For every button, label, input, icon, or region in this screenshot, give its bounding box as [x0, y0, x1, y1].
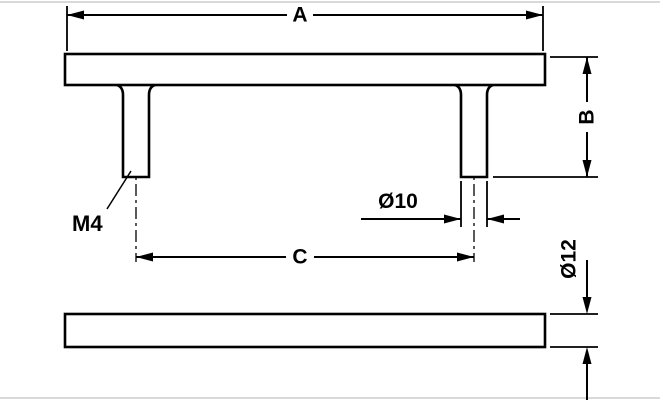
dim-d10-arrow-right	[487, 214, 504, 224]
dim-d12-label: Ø12	[558, 239, 581, 279]
dim-d12-arrow-top	[582, 297, 592, 314]
dim-d10-arrow-left	[444, 214, 461, 224]
dim-a-arrow-right	[526, 10, 543, 20]
dim-b-label-backing	[575, 102, 599, 132]
handle-bar-side	[63, 312, 547, 349]
side-view	[63, 312, 547, 349]
dim-a-label-backing	[287, 3, 313, 26]
dimension-b: B	[493, 56, 599, 178]
dim-a-arrow-left	[67, 10, 84, 20]
dim-d10-label: Ø10	[378, 190, 418, 213]
thread-label: M4	[72, 211, 103, 236]
dim-b-arrow-top	[582, 57, 592, 74]
right-post	[454, 83, 494, 179]
dim-b-arrow-bottom	[582, 160, 592, 177]
thread-leader-line	[106, 170, 132, 210]
handle-bar-front	[63, 52, 547, 87]
dim-c-label: C	[292, 246, 307, 269]
front-view	[63, 52, 547, 262]
dimension-post-diameter: Ø10	[361, 181, 520, 227]
dim-c-arrow-left	[136, 252, 153, 262]
dim-a-label: A	[292, 4, 307, 27]
dimension-bar-diameter: Ø12	[550, 239, 598, 400]
dimension-c: C	[136, 244, 474, 270]
left-post	[116, 83, 156, 179]
dim-b-label: B	[576, 109, 599, 124]
dim-d12-arrow-bottom	[582, 347, 592, 364]
dim-c-arrow-right	[457, 252, 474, 262]
thread-callout: M4	[72, 170, 132, 236]
dim-c-label-backing	[286, 244, 314, 270]
dimension-a: A	[66, 3, 544, 51]
